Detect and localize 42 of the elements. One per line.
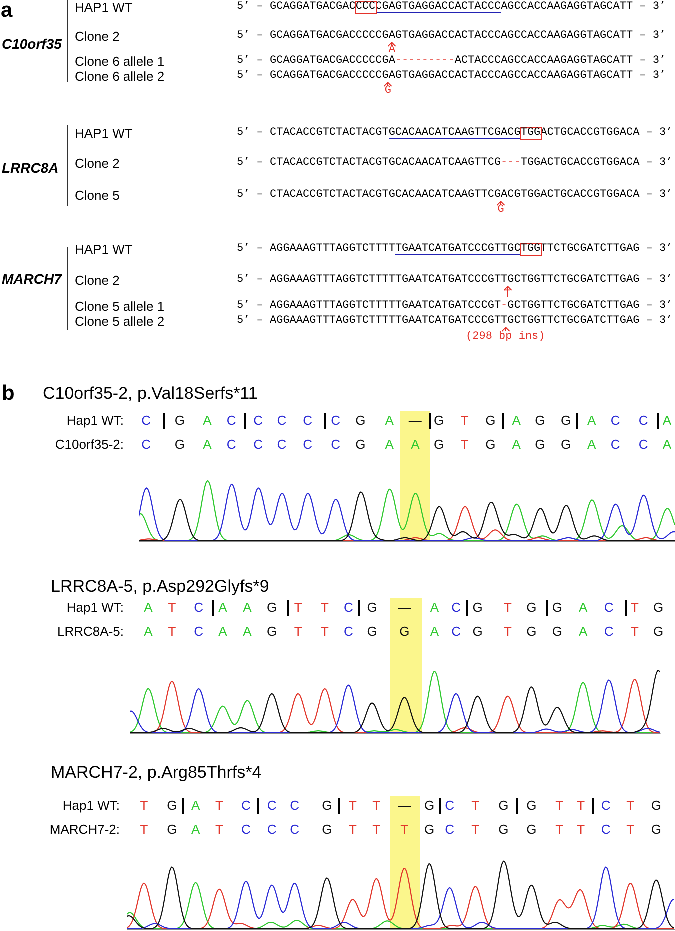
row-label: HAP1 WT (75, 242, 133, 256)
row-label: LRRC8A-5: (58, 624, 124, 640)
mutation-label: (298 bp ins) (466, 332, 546, 343)
gene-label: C10orf35 (2, 36, 62, 53)
section-title: MARCH7-2, p.Arg85Thrfs*4 (51, 763, 262, 783)
sequence-text: 5’ – GCAGGATGACGACCCCCGAGTGAGGACCACTACCCAGCCACCAAGAGGTAGCATT – 3’ (237, 0, 666, 14)
row-label: Hap1 WT: (62, 798, 120, 814)
sequence-text: 5’ – AGGAAAGTTTAGGTCTTTTTGAATCATGATCCCGTTGCTGGTTCTGCGATCTTGAG – 3’ (237, 316, 673, 326)
row-label: MARCH7-2: (50, 822, 120, 838)
sequence-text: 5’ – CTACACCGTCTACTACGTGCACAACATCAAGTTCG---TGGACTGCACCGTGGACA – 3’ (237, 158, 673, 168)
row-label: Clone 5 (75, 188, 120, 202)
sequence-text: 5’ – AGGAAAGTTTAGGTCTTTTTGAATCATGATCCCGTTGCTGGTTCTGCGATCTTGAG – 3’ (237, 274, 673, 286)
sequence-text: 5’ – GCAGGATGACGACCCCCGAGTGAGGACCACTACCCAGCCACCAAGAGGTAGCATT – 3’ (237, 30, 666, 42)
base-sequence: C G A C C C C C G A — G T G A G G A C C A (140, 413, 673, 429)
row-label: Clone 6 allele 2 (75, 68, 165, 84)
row-label: Hap1 WT: (66, 413, 124, 429)
base-sequence: A T C A A G T T C G — A C G T G G A C T G (143, 600, 665, 616)
sequence-text: 5’ – AGGAAAGTTTAGGTCTTTTTGAATCATGATCCCGT-GCTGGTTCTGCGATCTTGAG – 3’ (237, 300, 673, 312)
row-label: C10orf35-2: (55, 437, 124, 453)
panel-label: b (2, 382, 15, 406)
sequence-text: 5’ – CTACACCGTCTACTACGTGCACAACATCAAGTTCGACGTGGACTGCACCGTGGACA – 3’ (237, 190, 673, 200)
sequence-text: 5’ – GCAGGATGACGACCCCCGAGTGAGGACCACTACCCAGCCACCAAGAGGTAGCATT – 3’ (237, 70, 666, 82)
gene-label: LRRC8A (2, 160, 59, 177)
panel-label: a (1, 0, 13, 23)
row-label: Clone 5 allele 1 (75, 298, 165, 314)
row-label: Clone 2 (75, 156, 120, 170)
row-label: HAP1 WT (75, 0, 133, 14)
sequence-text: 5’ – AGGAAAGTTTAGGTCTTTTTGAATCATGATCCCGTTGCTGGTTCTGCGATCTTGAG – 3’ (237, 242, 673, 256)
base-sequence: T G A T C C C G T T — G C T G G T T C T G (139, 798, 663, 814)
row-label: Clone 5 allele 2 (75, 314, 165, 328)
row-label: Clone 6 allele 1 (75, 54, 165, 68)
sequence-text: 5’ – GCAGGATGACGACCCCCGA---------ACTACCCAGCCACCAAGAGGTAGCATT – 3’ (237, 56, 666, 66)
base-sequence: C G A C C C C C G A A G T G A G G A C C A (140, 437, 673, 453)
row-label: HAP1 WT (75, 126, 133, 140)
base-sequence: T G A T C C C G T T T G C T G G T T C T G (139, 822, 663, 838)
row-label: Clone 2 (75, 272, 120, 288)
row-label: Hap1 WT: (66, 600, 124, 616)
gene-label: MARCH7 (2, 271, 62, 288)
section-title: C10orf35-2, p.Val18Serfs*11 (43, 384, 258, 404)
section-title: LRRC8A-5, p.Asp292Glyfs*9 (51, 577, 270, 597)
row-label: Clone 2 (75, 28, 120, 44)
base-sequence: A T C A A G T T C G G A C G T G G A C T G (143, 624, 665, 640)
